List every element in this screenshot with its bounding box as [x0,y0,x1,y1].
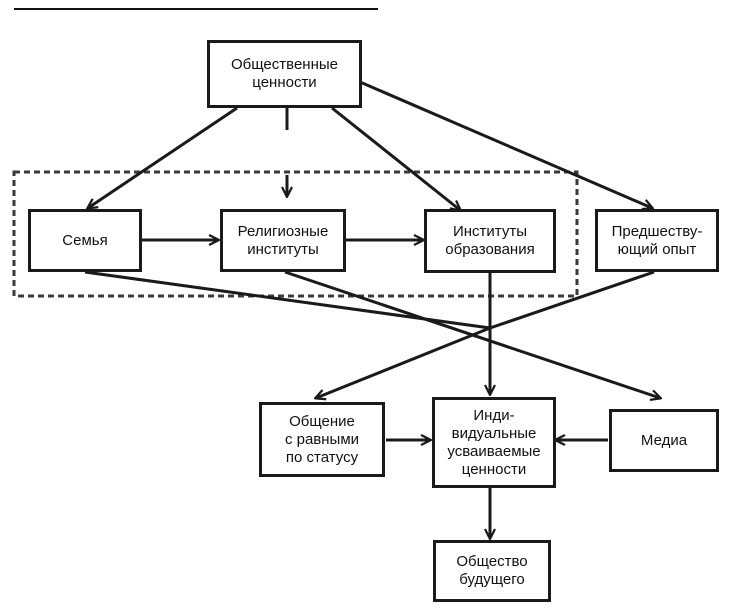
node-social-values: Общественные ценности [207,40,362,108]
arrow-values-to-experience [360,82,652,208]
node-family-label: Семья [62,232,107,250]
arrow-cross-to-peers [316,328,490,398]
line-experience-cross [490,272,654,328]
node-future-society: Общество будущего [433,540,551,602]
node-individual-values-label: Инди- видуальные усваиваемые ценности [447,407,540,479]
node-media-label: Медиа [641,432,687,450]
node-educational-institutions: Институты образования [424,209,556,273]
node-social-values-label: Общественные ценности [231,56,338,92]
node-prior-experience: Предшеству- ющий опыт [595,209,719,272]
node-peer-communication-label: Общение с равными по статусу [285,413,359,467]
arrow-values-to-family [88,108,237,208]
node-media: Медиа [609,409,719,472]
node-educational-institutions-label: Институты образования [445,223,534,259]
node-prior-experience-label: Предшеству- ющий опыт [612,223,703,259]
node-peer-communication: Общение с равными по статусу [259,402,385,477]
node-family: Семья [28,209,142,272]
node-religious-institutions: Религиозные институты [220,209,346,272]
node-religious-institutions-label: Религиозные институты [238,223,329,259]
node-future-society-label: Общество будущего [456,553,527,589]
arrow-religious-to-media [285,272,660,398]
node-individual-values: Инди- видуальные усваиваемые ценности [432,397,556,488]
arrow-values-to-education [332,108,460,210]
